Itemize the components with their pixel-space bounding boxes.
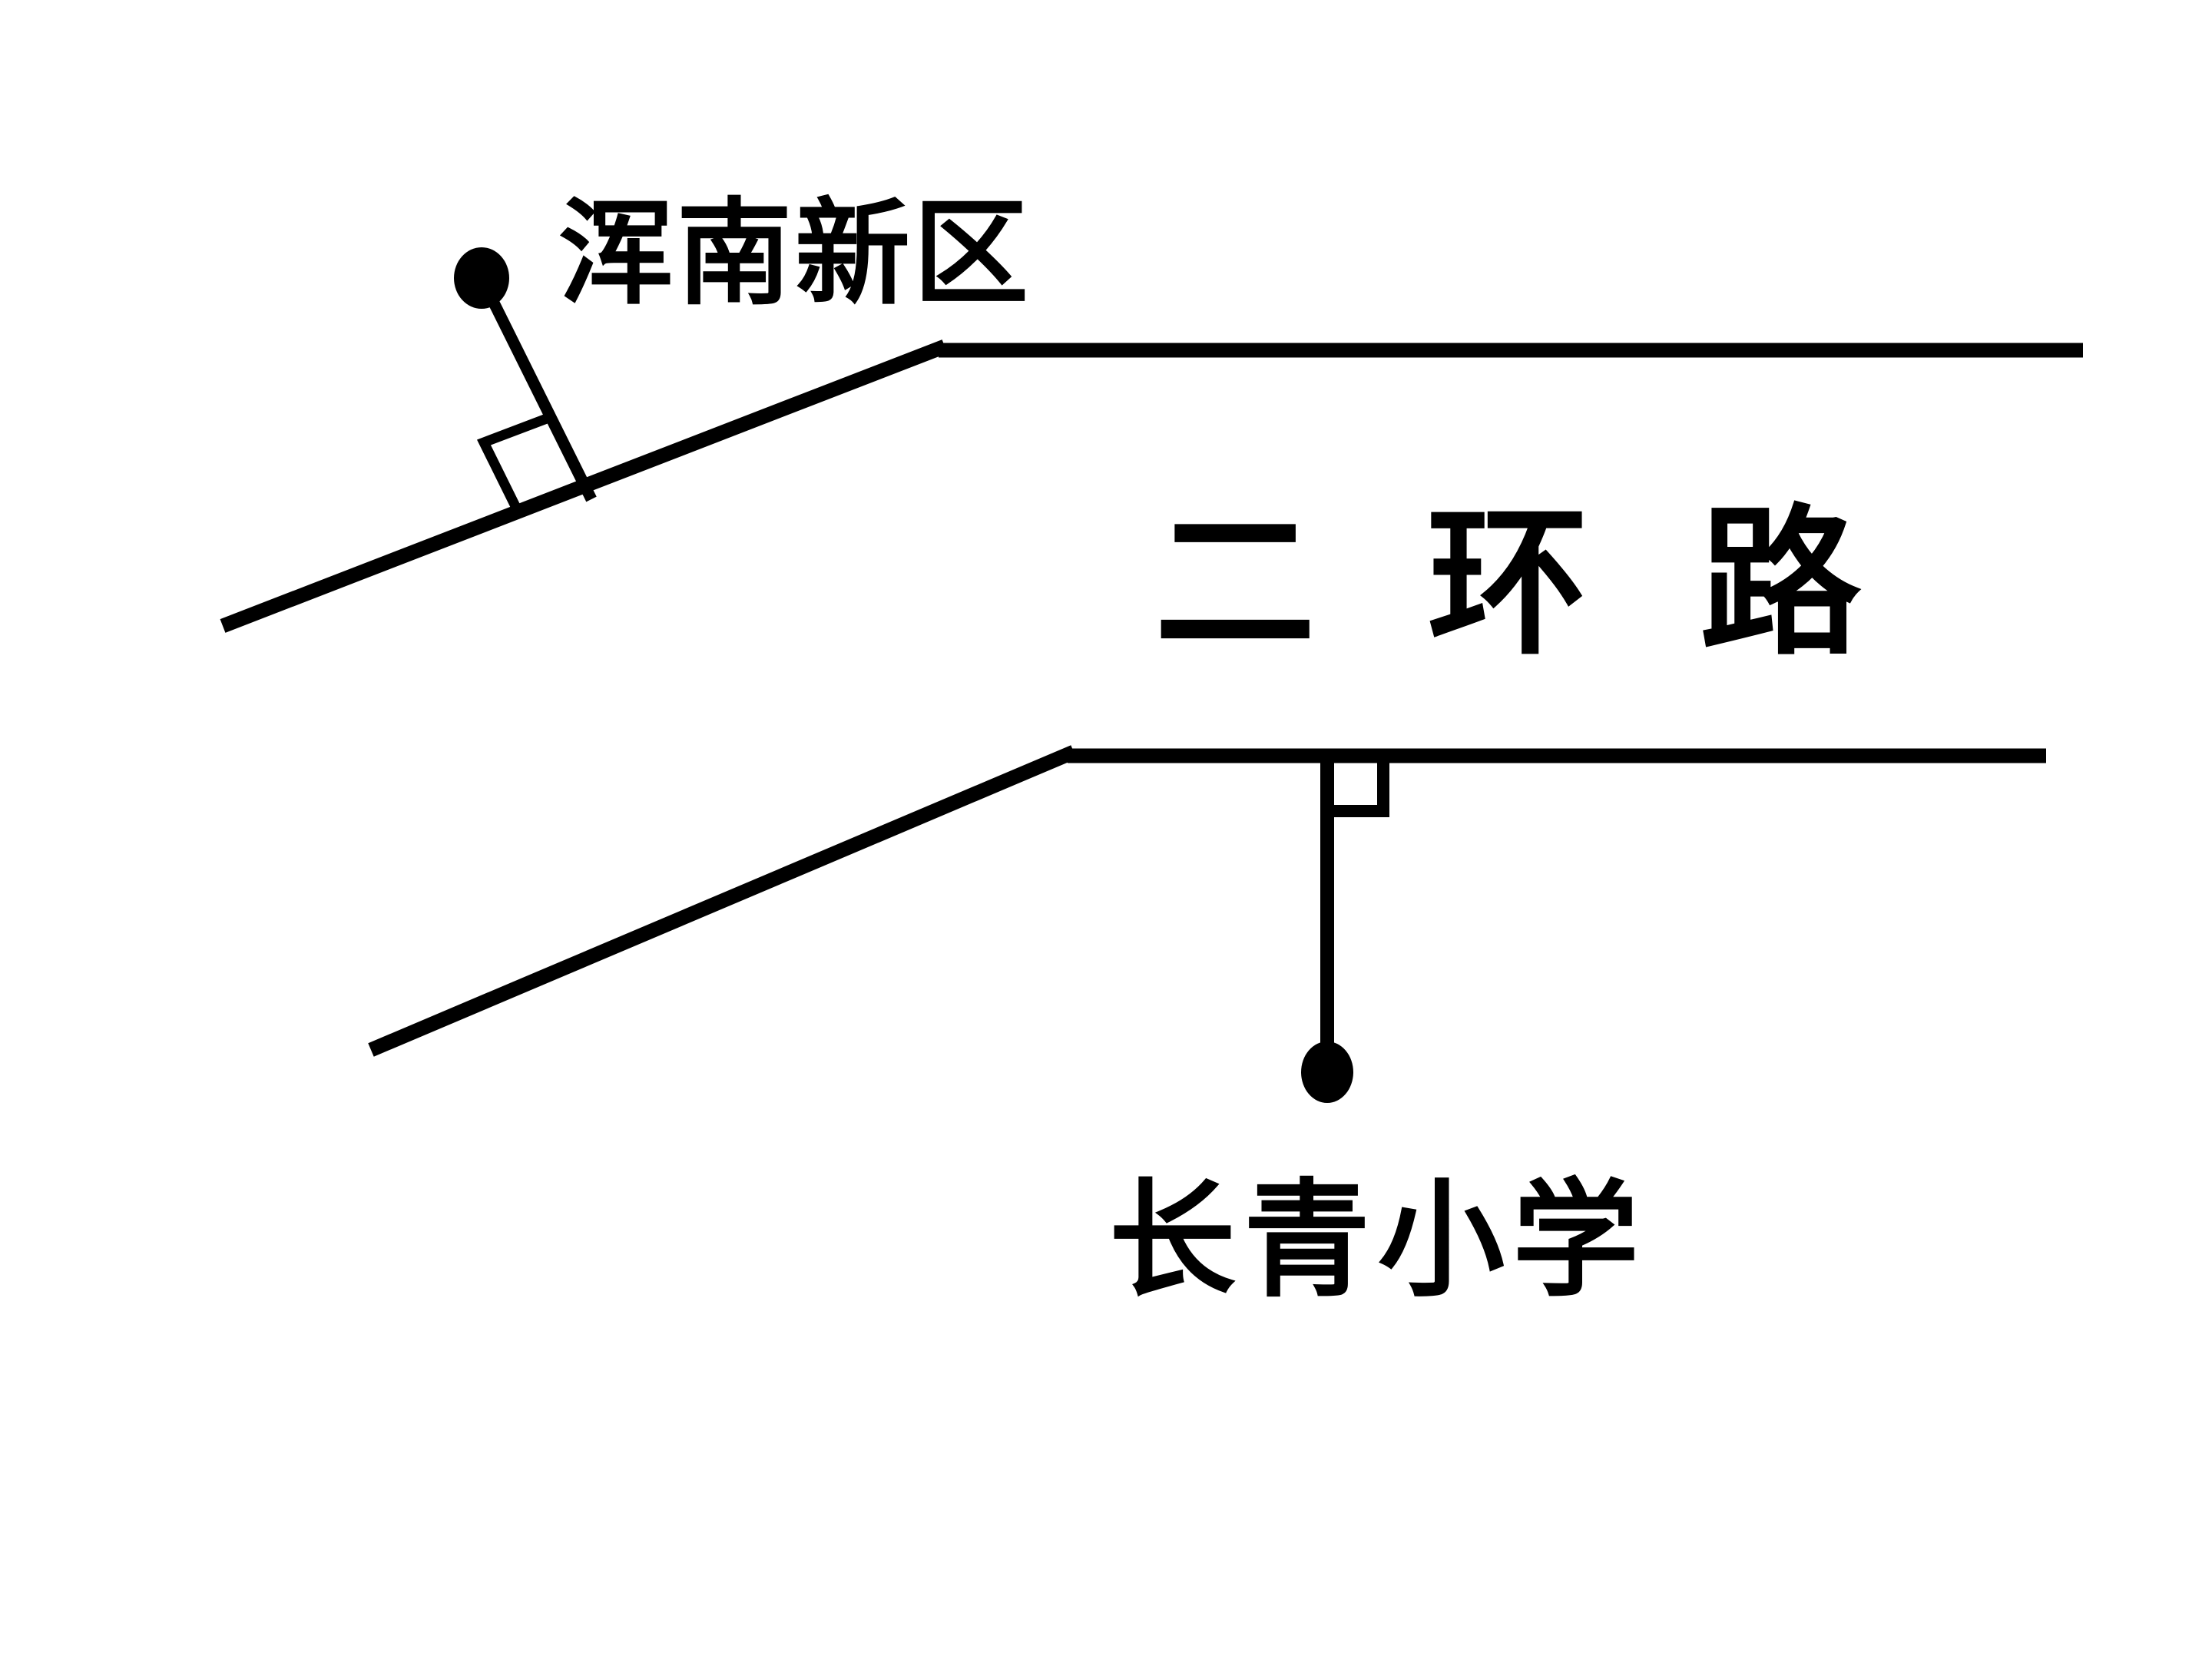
road-name-label: 二环路 xyxy=(1154,488,1972,677)
upper-right-angle-icon xyxy=(477,412,553,510)
lower-location-dot xyxy=(1301,1041,1353,1103)
lower-location-label: 长青小学 xyxy=(1109,1165,1647,1314)
lower-right-angle-icon xyxy=(1333,760,1389,817)
lower-road-diagonal-line xyxy=(368,745,1077,1057)
upper-location-label: 浑南新区 xyxy=(558,186,1031,321)
upper-perpendicular-segment xyxy=(476,275,597,502)
